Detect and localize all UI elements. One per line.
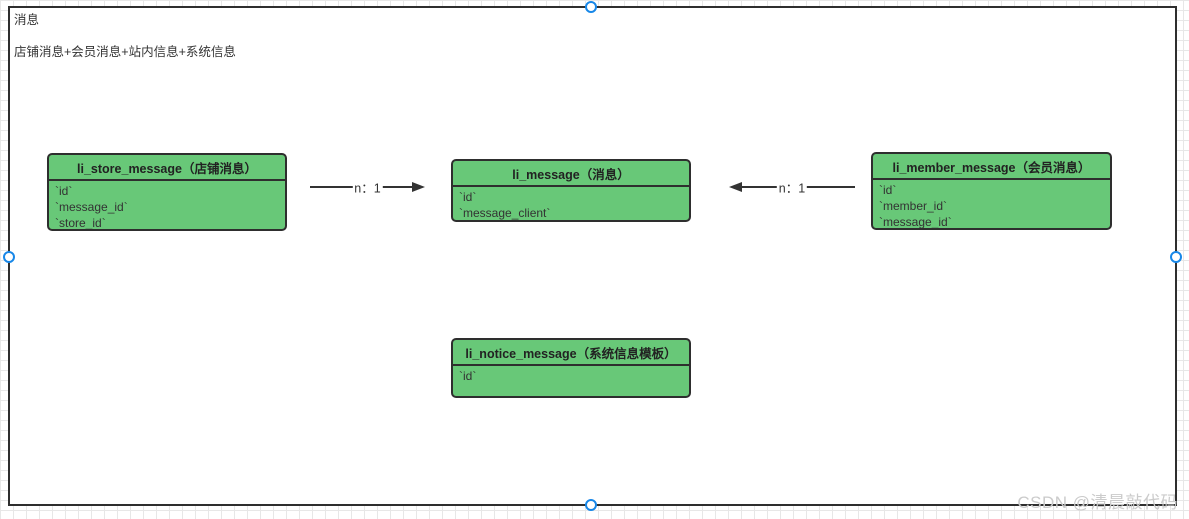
- entity-field: `id`: [459, 369, 477, 383]
- entity-field-list: `id` `member_id` `message_id`: [873, 180, 1110, 229]
- selection-handle-right[interactable]: [1170, 251, 1182, 263]
- selection-handle-bottom[interactable]: [585, 499, 597, 511]
- cardinality-label: n：1: [352, 177, 383, 197]
- cardinality-label: n：1: [776, 177, 808, 197]
- diagram-subtitle: 店铺消息+会员消息+站内信息+系统信息: [14, 45, 236, 59]
- entity-title: li_notice_message（系统信息模板）: [453, 340, 689, 366]
- diagram-title: 消息: [14, 13, 40, 27]
- selection-handle-top[interactable]: [585, 1, 597, 13]
- selection-handle-left[interactable]: [3, 251, 15, 263]
- entity-field: `id`: [879, 183, 897, 197]
- entity-field: `message_id`: [879, 215, 952, 229]
- entity-field: `member_id`: [879, 199, 948, 213]
- arrowhead-right-icon: [412, 182, 425, 192]
- entity-li-store-message[interactable]: li_store_message（店铺消息） `id` `message_id`…: [47, 153, 287, 231]
- entity-li-member-message[interactable]: li_member_message（会员消息） `id` `member_id`…: [871, 152, 1112, 230]
- entity-field: `id`: [55, 184, 73, 198]
- connector-member-to-message[interactable]: n：1: [729, 177, 855, 197]
- entity-field-list: `id` `message_client`: [453, 187, 689, 220]
- connector-store-to-message[interactable]: n：1: [310, 177, 425, 197]
- entity-field: `message_client`: [459, 206, 551, 220]
- entity-field-list: `id`: [453, 366, 689, 386]
- entity-field: `id`: [459, 190, 477, 204]
- entity-field-list: `id` `message_id` `store_id`: [49, 181, 285, 230]
- entity-title: li_member_message（会员消息）: [873, 154, 1110, 180]
- entity-li-message[interactable]: li_message（消息） `id` `message_client`: [451, 159, 691, 222]
- entity-li-notice-message[interactable]: li_notice_message（系统信息模板） `id`: [451, 338, 691, 398]
- watermark: CSDN @清晨敲代码: [1017, 493, 1178, 512]
- entity-field: `message_id`: [55, 200, 128, 214]
- arrowhead-left-icon: [729, 182, 742, 192]
- entity-field: `store_id`: [55, 216, 106, 230]
- entity-title: li_message（消息）: [453, 161, 689, 187]
- diagram-canvas[interactable]: [8, 6, 1177, 506]
- entity-title: li_store_message（店铺消息）: [49, 155, 285, 181]
